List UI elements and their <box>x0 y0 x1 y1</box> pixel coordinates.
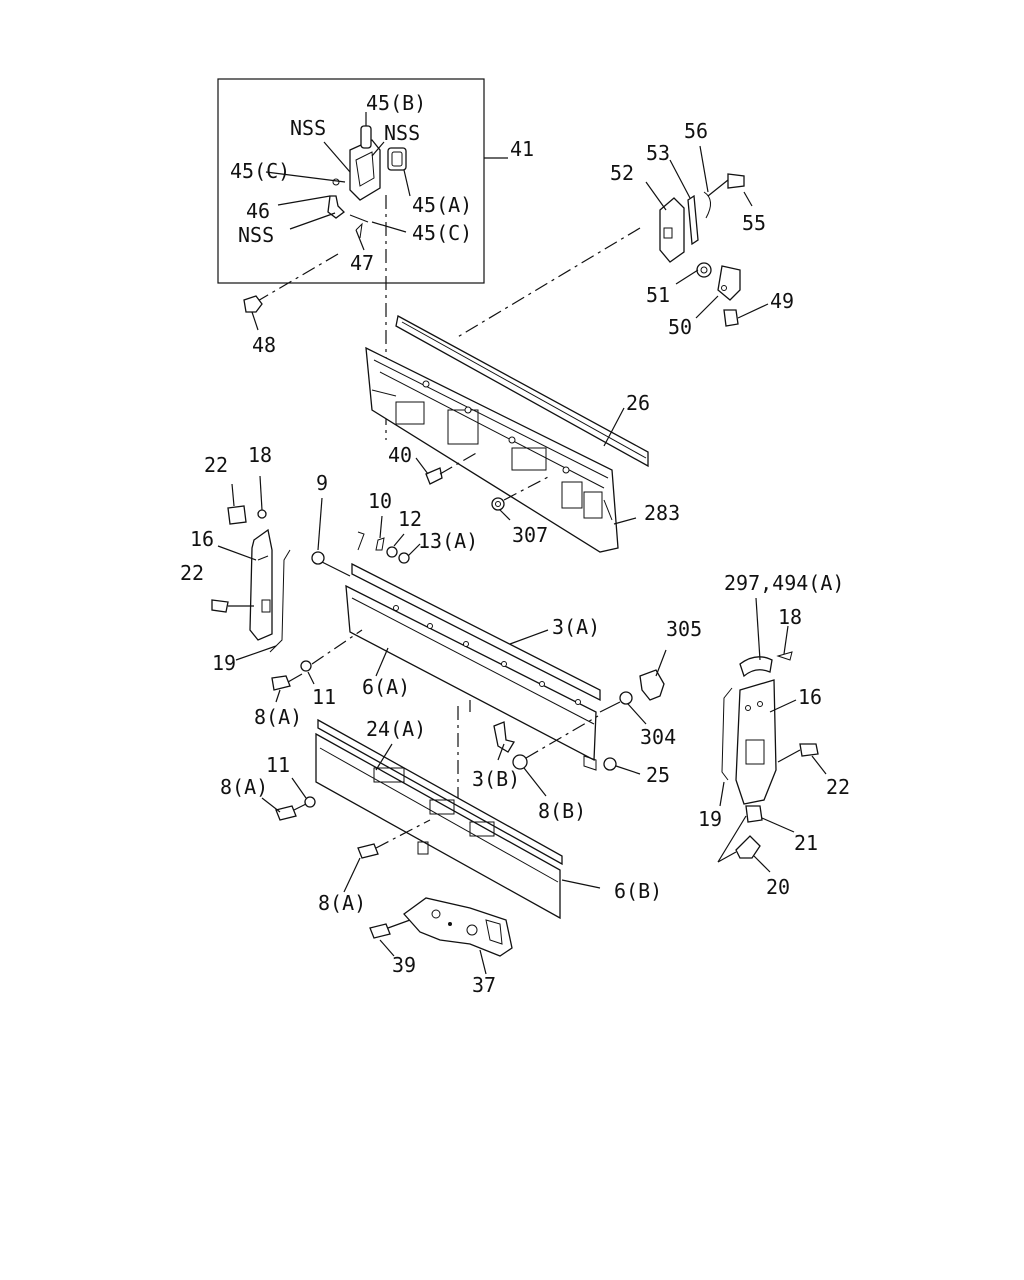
label-51: 51 <box>646 283 670 307</box>
label-45B: 45(B) <box>366 91 426 115</box>
label-39: 39 <box>392 953 416 977</box>
label-45C-1: 45(C) <box>230 159 290 183</box>
label-24A: 24(A) <box>366 717 426 741</box>
label-297-494A: 297,494(A) <box>724 571 844 595</box>
label-8B: 8(B) <box>538 799 586 823</box>
label-25: 25 <box>646 763 670 787</box>
lower-beam-24A <box>315 700 601 920</box>
label-52: 52 <box>610 161 634 185</box>
hinge-assembly-upper-right <box>455 145 769 339</box>
label-16-b: 16 <box>798 685 822 709</box>
label-56: 56 <box>684 119 708 143</box>
label-nss-2: NSS <box>384 121 420 145</box>
label-37: 37 <box>472 973 496 997</box>
label-53: 53 <box>646 141 670 165</box>
label-9: 9 <box>316 471 328 495</box>
label-3A: 3(A) <box>552 615 600 639</box>
label-8A-3: 8(A) <box>318 891 366 915</box>
inset-detail-box <box>217 78 508 440</box>
label-307: 307 <box>512 523 548 547</box>
label-10: 10 <box>368 489 392 513</box>
label-304: 304 <box>640 725 676 749</box>
label-8A-2: 8(A) <box>220 775 268 799</box>
label-6A: 6(A) <box>362 675 410 699</box>
label-48: 48 <box>252 333 276 357</box>
label-16-a: 16 <box>190 527 214 551</box>
label-19-a: 19 <box>212 651 236 675</box>
label-45C-2: 45(C) <box>412 221 472 245</box>
label-6B: 6(B) <box>614 879 662 903</box>
right-fasteners <box>512 649 667 797</box>
label-12: 12 <box>398 507 422 531</box>
crossmember-3A <box>311 497 601 800</box>
left-bracket-group <box>211 475 291 661</box>
label-283: 283 <box>644 501 680 525</box>
label-22-c: 22 <box>826 775 850 799</box>
label-22-a: 22 <box>204 453 228 477</box>
bolt-8A-upper <box>271 629 389 703</box>
label-11-a: 11 <box>312 685 336 709</box>
label-305: 305 <box>666 617 702 641</box>
label-41: 41 <box>510 137 534 161</box>
label-nss-3: NSS <box>238 223 274 247</box>
nut-307 <box>491 475 551 521</box>
label-21: 21 <box>794 831 818 855</box>
label-50: 50 <box>668 315 692 339</box>
callout-labels: 45(B) NSS NSS 45(C) 45(A) 46 NSS 45(C) 4… <box>180 91 850 997</box>
label-18-a: 18 <box>248 443 272 467</box>
label-20: 20 <box>766 875 790 899</box>
label-47: 47 <box>350 251 374 275</box>
label-46: 46 <box>246 199 270 223</box>
bolt-48 <box>243 295 263 331</box>
label-13A: 13(A) <box>418 529 478 553</box>
right-bracket-group <box>717 597 827 873</box>
label-nss-1: NSS <box>290 116 326 140</box>
screw-40 <box>415 451 479 485</box>
label-11-b: 11 <box>266 753 290 777</box>
label-40: 40 <box>388 443 412 467</box>
label-49: 49 <box>770 289 794 313</box>
upper-back-panel-283 <box>365 315 649 553</box>
latch-37 <box>369 897 513 975</box>
label-3B: 3(B) <box>472 767 520 791</box>
label-18-b: 18 <box>778 605 802 629</box>
label-22-b: 22 <box>180 561 204 585</box>
label-55: 55 <box>742 211 766 235</box>
bolt-8A-lower <box>261 777 431 893</box>
label-45A-inset: 45(A) <box>412 193 472 217</box>
label-8A-1: 8(A) <box>254 705 302 729</box>
label-19-b: 19 <box>698 807 722 831</box>
label-26: 26 <box>626 391 650 415</box>
